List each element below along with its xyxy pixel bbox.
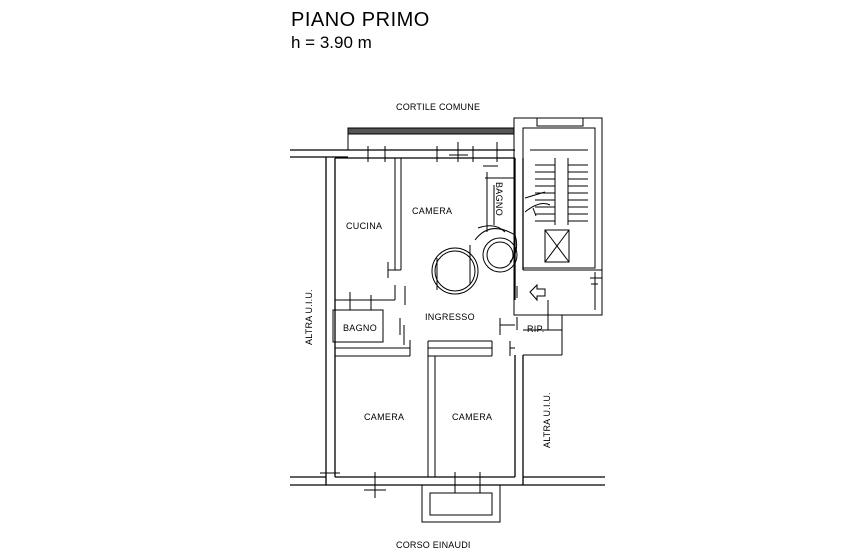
south-balcony [421,484,501,523]
room-label-camera-sw: CAMERA [364,412,405,422]
interior-walls [332,158,515,477]
room-label-rip: RIP. [527,324,545,334]
stairwell [513,117,603,356]
door-swings [524,191,551,217]
room-label-bagno: BAGNO [343,323,378,333]
window-marks [320,142,598,498]
plan-title: PIANO PRIMO [291,9,430,31]
north-boundary-label: CORTILE COMUNE [396,102,481,112]
room-label-camera-north: CAMERA [412,206,453,216]
bathroom-fixtures [431,225,518,295]
room-label-camera-se: CAMERA [452,412,493,422]
room-label-bagno-vertical: BAGNO [494,182,504,217]
room-label-cucina: CUCINA [346,221,383,231]
room-label-ingresso: INGRESSO [425,312,475,322]
east-boundary-label: ALTRA U.I.U. [542,392,552,448]
ceiling-height: h = 3.90 m [291,33,372,52]
north-balcony [347,127,515,150]
west-boundary-label: ALTRA U.I.U. [304,289,314,345]
south-boundary-label: CORSO EINAUDI [396,540,471,550]
